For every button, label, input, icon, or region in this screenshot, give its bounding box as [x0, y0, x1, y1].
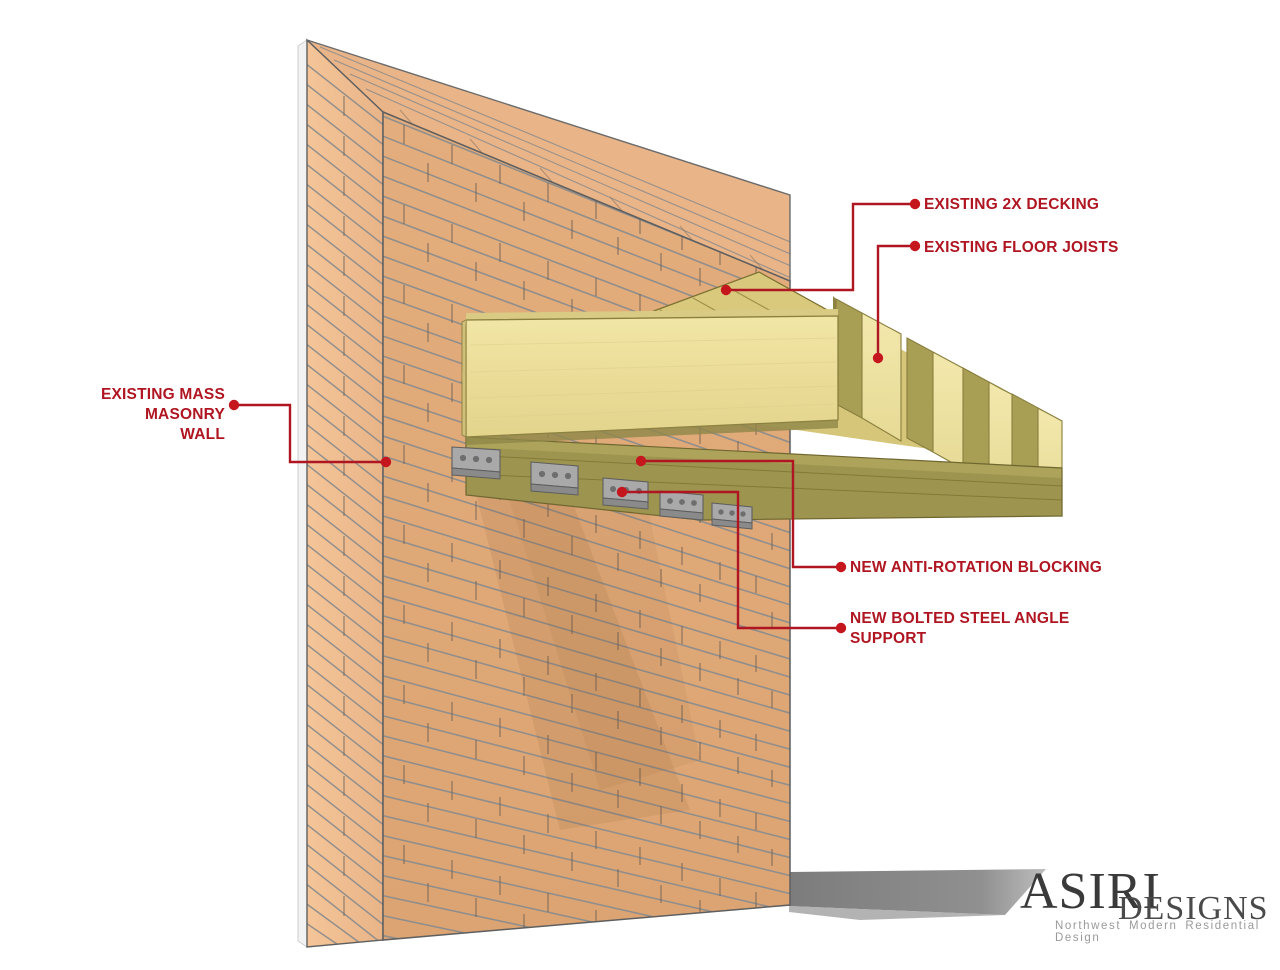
annotation-label-existing-2x-decking: EXISTING 2X DECKING	[924, 196, 1100, 213]
steel-angle	[659, 490, 704, 521]
steel-angle	[711, 502, 753, 530]
leader-target-dot-existing-floor-joists	[872, 352, 884, 364]
bolt-hole	[551, 471, 559, 479]
leader-target-dot-new-anti-rotation-blocking	[635, 455, 647, 467]
annotation-label-new-anti-rotation-blocking: NEW ANTI-ROTATION BLOCKING	[850, 559, 1103, 576]
annotation-dots	[228, 198, 921, 634]
leader-line-new-bolted-steel-angle-support	[620, 490, 843, 630]
wall-return-face	[306, 38, 384, 948]
annotation-leaders	[232, 202, 917, 630]
leader-target-dot-new-bolted-steel-angle-support	[616, 486, 628, 498]
leader-target-dot-existing-mass-masonry-wall	[380, 456, 392, 468]
bolt-hole	[679, 499, 685, 505]
bolt-hole	[718, 509, 724, 515]
bolt-hole	[740, 511, 746, 517]
leader-dot-new-bolted-steel-angle-support	[835, 622, 847, 634]
annotation-label-existing-floor-joists: EXISTING FLOOR JOISTS	[924, 239, 1119, 256]
steel-angle	[530, 461, 579, 496]
bolt-hole	[667, 498, 673, 504]
bolt-hole	[729, 510, 735, 516]
annotation-label-new-bolted-steel-angle-support: NEW BOLTED STEEL ANGLE SUPPORT	[850, 610, 1070, 647]
leader-line-existing-2x-decking	[724, 202, 917, 292]
leader-dot-new-anti-rotation-blocking	[835, 561, 847, 573]
leader-line-existing-floor-joists	[876, 244, 917, 360]
bolt-hole	[485, 456, 493, 464]
leader-dot-existing-floor-joists	[909, 240, 921, 252]
bolt-hole	[459, 454, 467, 462]
leader-line-existing-mass-masonry-wall	[232, 403, 388, 464]
leader-line-new-anti-rotation-blocking	[639, 459, 843, 569]
decking-to-blocking-transition	[462, 313, 466, 382]
steel-angle	[451, 446, 501, 480]
new-anti-rotation-blocking	[461, 309, 839, 445]
bolt-hole	[610, 486, 616, 492]
bolt-hole	[691, 500, 697, 506]
bolt-hole	[472, 455, 480, 463]
leader-dot-existing-mass-masonry-wall	[228, 399, 240, 411]
ground-shadow	[789, 869, 1046, 920]
annotation-label-existing-mass-masonry-wall: EXISTING MASS MASONRY WALL	[100, 386, 225, 443]
bolt-hole	[538, 470, 546, 478]
leader-dot-existing-2x-decking	[909, 198, 921, 210]
bolt-hole	[564, 472, 572, 480]
leader-target-dot-existing-2x-decking	[720, 284, 732, 296]
